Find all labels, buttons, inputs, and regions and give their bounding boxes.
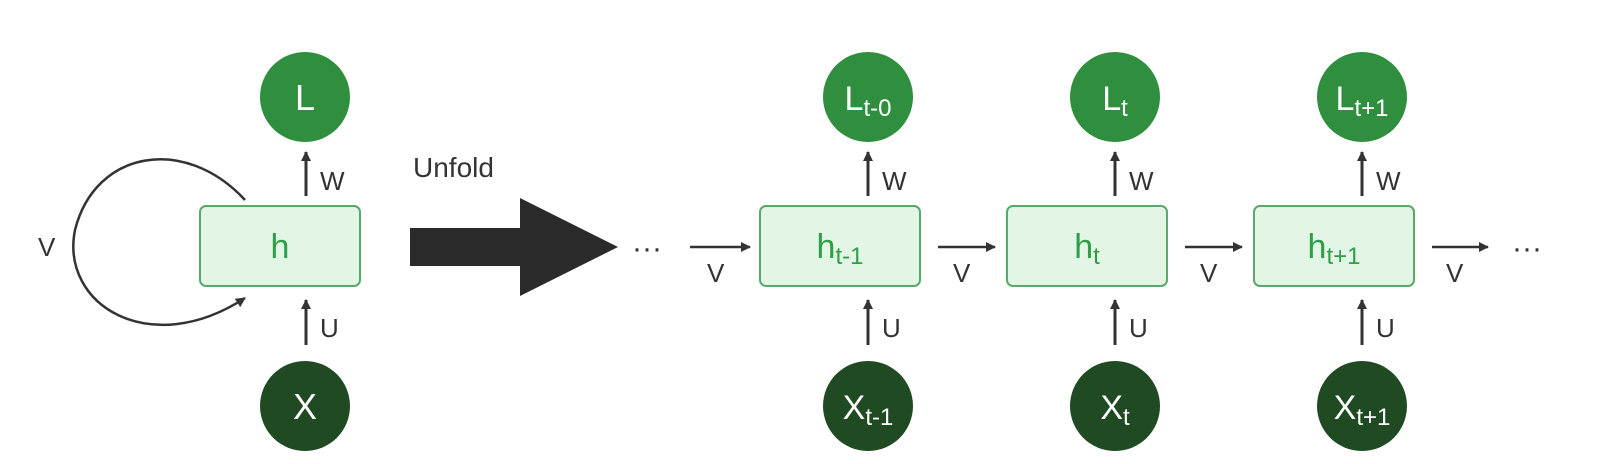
folded-input-node bbox=[260, 361, 350, 451]
w-label: W bbox=[1129, 166, 1154, 196]
folded-input-label: X bbox=[293, 386, 317, 427]
timestep-2: Lt+1 W ht+1 U Xt+1 V bbox=[1253, 52, 1489, 451]
v-label: V bbox=[1200, 258, 1218, 288]
hidden-label: ht+1 bbox=[1308, 228, 1361, 270]
folded-u-label: U bbox=[320, 313, 339, 343]
folded-v-label: V bbox=[38, 232, 56, 262]
output-node bbox=[823, 52, 913, 142]
unfold-arrow bbox=[410, 198, 618, 296]
trailing-ellipsis: ··· bbox=[1512, 232, 1542, 265]
output-node bbox=[1317, 52, 1407, 142]
leading-ellipsis: ··· bbox=[632, 232, 662, 265]
hidden-label: ht-1 bbox=[817, 228, 864, 270]
folded-hidden-label: h bbox=[271, 228, 290, 266]
input-label: Xt-1 bbox=[843, 389, 894, 431]
u-label: U bbox=[1376, 313, 1395, 343]
folded-output-label: L bbox=[295, 77, 315, 118]
output-node bbox=[1070, 52, 1160, 142]
timestep-1: Lt W ht U Xt V bbox=[1006, 52, 1243, 451]
output-label: Lt+1 bbox=[1336, 80, 1389, 122]
output-label: Lt-0 bbox=[845, 80, 892, 122]
folded-output-node bbox=[260, 52, 350, 142]
folded-w-label: W bbox=[320, 166, 345, 196]
output-label: Lt bbox=[1102, 80, 1128, 122]
unfold-label: Unfold bbox=[413, 152, 494, 183]
leading-v-label: V bbox=[707, 258, 725, 288]
w-label: W bbox=[1376, 166, 1401, 196]
hidden-state bbox=[1253, 205, 1415, 287]
v-label: V bbox=[1446, 258, 1464, 288]
input-label: Xt bbox=[1100, 389, 1130, 431]
input-node bbox=[1317, 361, 1407, 451]
u-label: U bbox=[882, 313, 901, 343]
input-label: Xt+1 bbox=[1334, 389, 1391, 431]
v-label: V bbox=[953, 258, 971, 288]
input-node bbox=[1070, 361, 1160, 451]
w-label: W bbox=[882, 166, 907, 196]
timestep-0: Lt-0 W ht-1 U Xt-1 V bbox=[759, 52, 996, 451]
hidden-state bbox=[759, 205, 921, 287]
input-node bbox=[823, 361, 913, 451]
u-label: U bbox=[1129, 313, 1148, 343]
hidden-state bbox=[1006, 205, 1168, 287]
hidden-label: ht bbox=[1074, 228, 1100, 270]
folded-hidden-state bbox=[199, 205, 361, 287]
folded-recurrent-loop bbox=[72, 158, 246, 326]
folded-rnn: L W h V U X bbox=[38, 52, 361, 451]
